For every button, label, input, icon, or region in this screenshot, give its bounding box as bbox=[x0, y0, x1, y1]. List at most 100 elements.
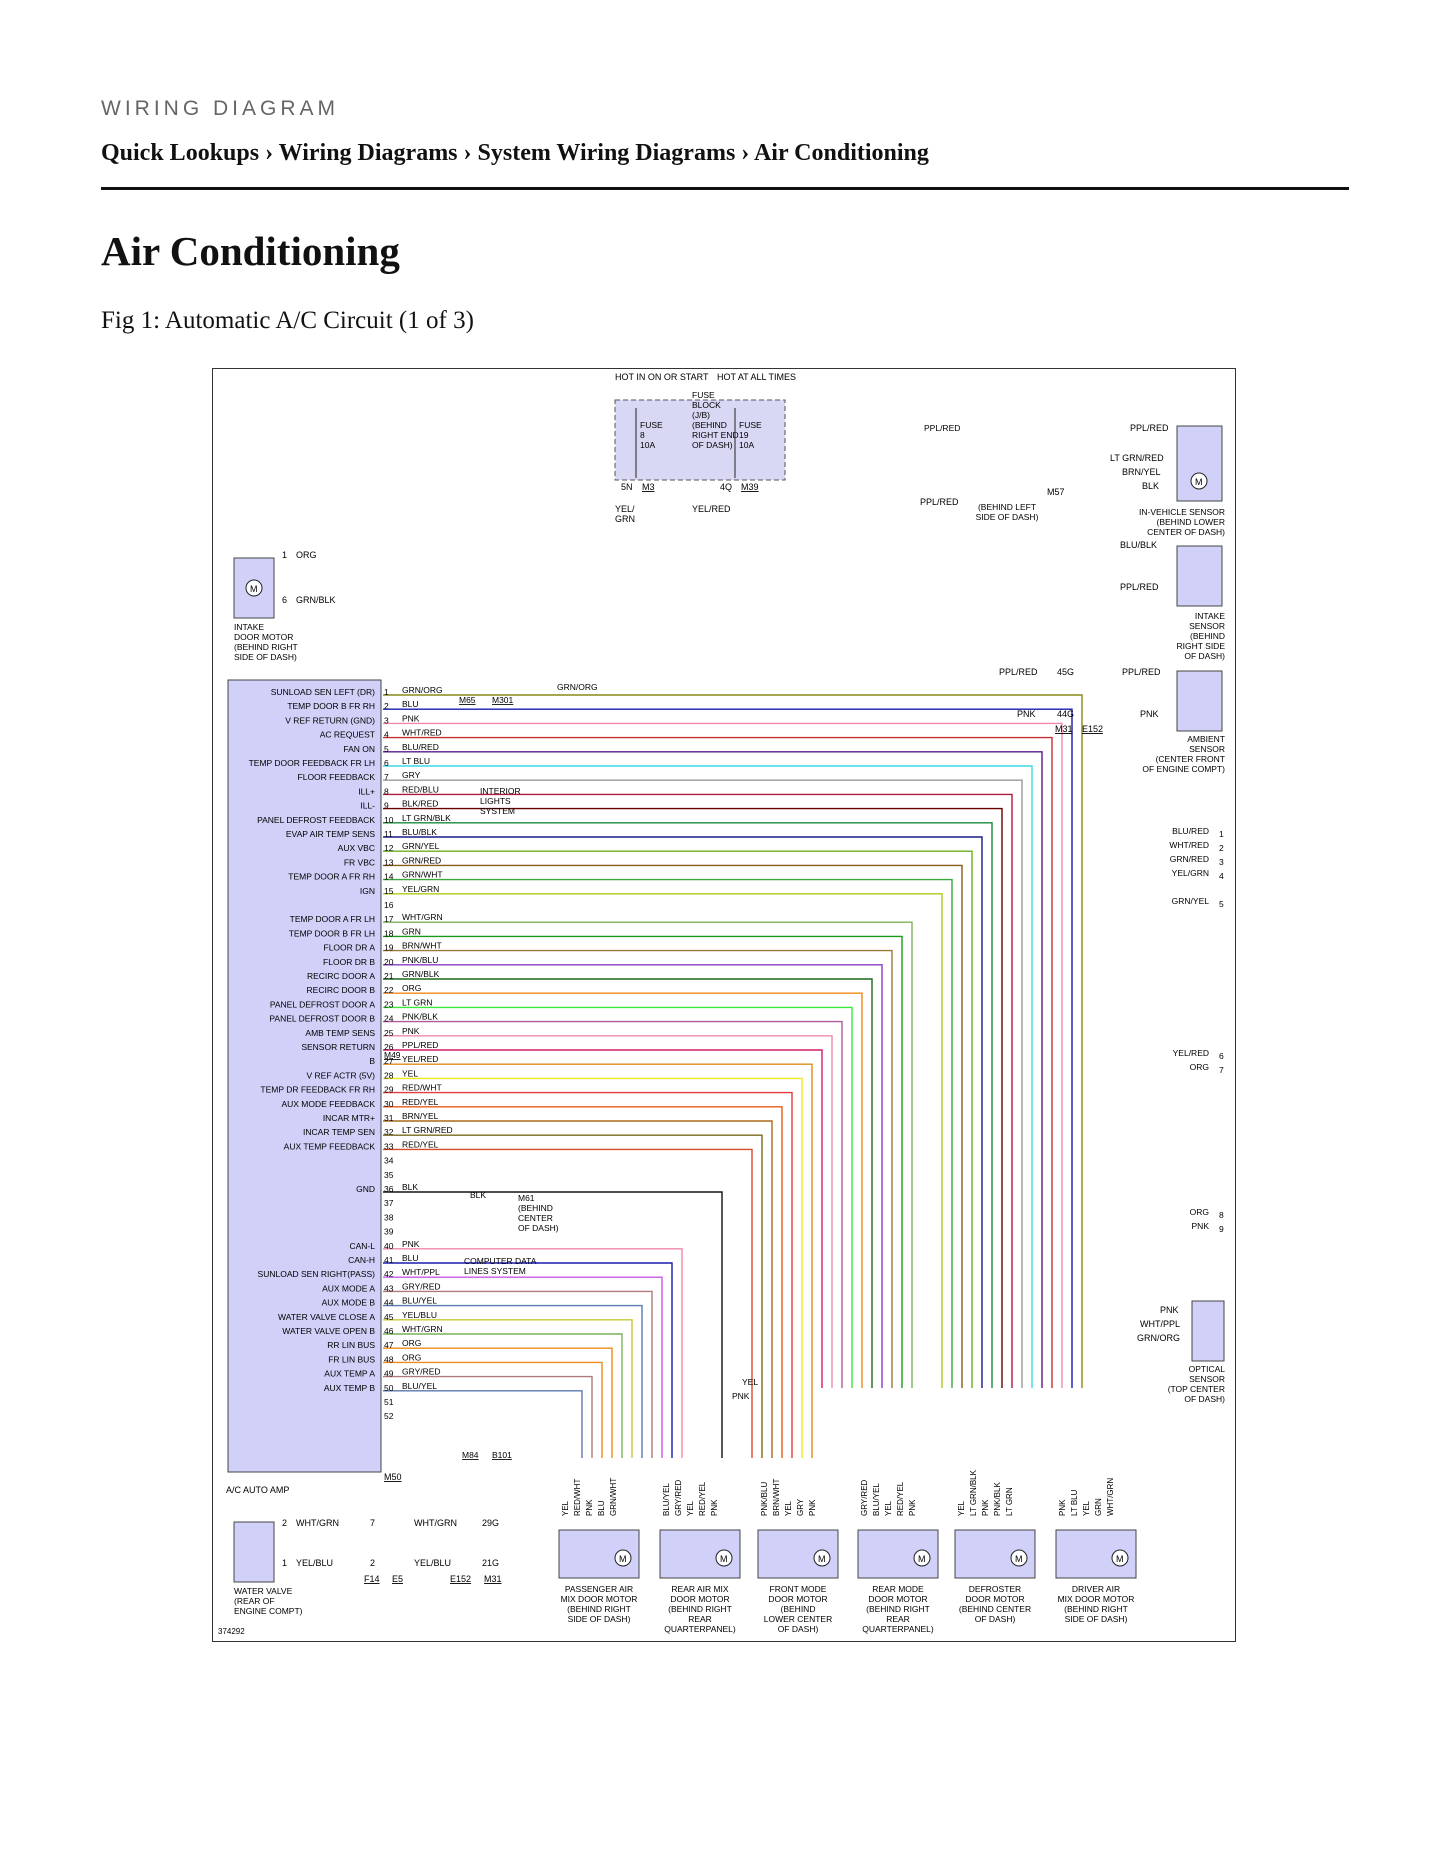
amp-pin-function: WATER VALVE OPEN B bbox=[282, 1326, 375, 1336]
ambient-label: AMBIENT bbox=[1187, 734, 1225, 744]
ground-note: (BEHIND bbox=[518, 1203, 553, 1213]
amp-pin-number: 32 bbox=[384, 1127, 394, 1137]
right-pin: 1 bbox=[1219, 829, 1224, 839]
amp-pin-number: 33 bbox=[384, 1141, 394, 1151]
page-title: Air Conditioning bbox=[101, 228, 400, 274]
water-valve: 2 WHT/GRN 1 YEL/BLU 7 WHT/GRN 29G 2 YEL/… bbox=[233, 1518, 502, 1616]
amp-pin-number: 19 bbox=[384, 943, 394, 953]
motor-symbol: M bbox=[918, 1554, 926, 1564]
svg-text:1: 1 bbox=[282, 1558, 287, 1568]
amp-pin-wire: YEL/BLU bbox=[402, 1310, 437, 1320]
amp-pin-number: 13 bbox=[384, 857, 394, 867]
computer-data-note: LINES SYSTEM bbox=[464, 1266, 526, 1276]
svg-text:WHT/PPL: WHT/PPL bbox=[1140, 1319, 1180, 1329]
fuse-block-desc: (J/B) bbox=[692, 410, 710, 420]
motor-wire: RED/WHT bbox=[573, 1479, 582, 1516]
wire-4 bbox=[383, 736, 1053, 1388]
connector-m301: M301 bbox=[492, 695, 514, 705]
motor-wire: BLU/YEL bbox=[662, 1483, 671, 1516]
wire-22 bbox=[383, 992, 863, 1388]
motor-label: DOOR MOTOR bbox=[670, 1594, 729, 1604]
amp-pin-number: 7 bbox=[384, 772, 389, 782]
svg-text:GRN/ORG: GRN/ORG bbox=[1137, 1333, 1180, 1343]
motor-label: DEFROSTER bbox=[969, 1584, 1021, 1594]
svg-text:HOT AT ALL TIMES: HOT AT ALL TIMES bbox=[717, 372, 796, 382]
wire-12 bbox=[383, 850, 973, 1388]
amp-pin-function: FLOOR DR A bbox=[324, 943, 376, 953]
wire-7 bbox=[383, 779, 1023, 1388]
wire-40 bbox=[383, 1248, 683, 1458]
motor-wire: GRY/RED bbox=[674, 1479, 683, 1516]
amp-pin-function: AUX VBC bbox=[338, 843, 375, 853]
amp-pin-wire: ORG bbox=[402, 983, 421, 993]
fuse-8: FUSE bbox=[640, 420, 663, 430]
motor-label: REAR bbox=[886, 1614, 910, 1624]
amp-pin-function: FR LIN BUS bbox=[328, 1354, 375, 1364]
amp-pin-function: ILL+ bbox=[358, 786, 375, 796]
svg-text:1: 1 bbox=[282, 550, 287, 560]
amp-pin-number: 47 bbox=[384, 1340, 394, 1350]
motor-symbol: M bbox=[818, 1554, 826, 1564]
water-valve-label: ENGINE COMPT) bbox=[234, 1606, 303, 1616]
amp-pin-function: TEMP DOOR B FR LH bbox=[289, 928, 375, 938]
amp-pin-number: 2 bbox=[384, 701, 389, 711]
svg-text:YEL/BLU: YEL/BLU bbox=[296, 1558, 333, 1568]
wire-27 bbox=[383, 1063, 813, 1458]
amp-pin-number: 40 bbox=[384, 1241, 394, 1251]
intake-sensor-label: SENSOR bbox=[1189, 621, 1225, 631]
ground-desc: (BEHIND LEFT bbox=[978, 502, 1036, 512]
amp-pin-number: 18 bbox=[384, 928, 394, 938]
motor-wire: PNK bbox=[710, 1499, 719, 1516]
optical-label: SENSOR bbox=[1189, 1374, 1225, 1384]
motor-label: LOWER CENTER bbox=[764, 1614, 832, 1624]
wire-25 bbox=[383, 1035, 833, 1388]
amp-pin-function: PANEL DEFROST DOOR A bbox=[270, 999, 376, 1009]
right-pin: 3 bbox=[1219, 857, 1224, 867]
amp-pin-function: PANEL DEFROST DOOR B bbox=[269, 1014, 375, 1024]
right-pin: 8 bbox=[1219, 1210, 1224, 1220]
svg-text:PPL/RED: PPL/RED bbox=[1122, 667, 1161, 677]
amp-pin-number: 5 bbox=[384, 744, 389, 754]
ambient-sensor: PPL/RED PNK 45G 44G M31 E152 PPL/RED PNK… bbox=[999, 667, 1225, 774]
header-divider bbox=[101, 187, 1349, 190]
amp-pin-wire: PNK bbox=[402, 1026, 420, 1036]
wire-43 bbox=[383, 1290, 653, 1458]
amp-pin-function: IGN bbox=[360, 886, 375, 896]
wiring-diagram: HOT IN ON OR START HOT AT ALL TIMES FUSE… bbox=[212, 368, 1236, 1642]
svg-text:PNK: PNK bbox=[1160, 1305, 1179, 1315]
wire-50 bbox=[383, 1390, 583, 1458]
motor-label: OF DASH) bbox=[975, 1614, 1016, 1624]
amp-pin-wire: RED/BLU bbox=[402, 784, 439, 794]
amp-pin-number: 30 bbox=[384, 1099, 394, 1109]
svg-text:M57: M57 bbox=[1047, 487, 1065, 497]
connector-b101: B101 bbox=[492, 1450, 512, 1460]
svg-text:4Q: 4Q bbox=[720, 482, 732, 492]
amp-pin-wire: PNK bbox=[402, 713, 420, 723]
amp-pin-number: 29 bbox=[384, 1085, 394, 1095]
wire-28 bbox=[383, 1077, 803, 1458]
svg-text:GRN: GRN bbox=[615, 514, 635, 524]
motor-label: DRIVER AIR bbox=[1072, 1584, 1120, 1594]
amp-pin-wire: LT GRN/RED bbox=[402, 1125, 453, 1135]
amp-pin-number: 31 bbox=[384, 1113, 394, 1123]
svg-text:BRN/YEL: BRN/YEL bbox=[1122, 467, 1161, 477]
wire-18 bbox=[383, 935, 903, 1388]
wire-11 bbox=[383, 836, 983, 1388]
wire-30 bbox=[383, 1106, 783, 1458]
svg-text:WHT/GRN: WHT/GRN bbox=[296, 1518, 339, 1528]
amp-pin-function: ILL- bbox=[360, 801, 375, 811]
water-valve-label: (REAR OF bbox=[234, 1596, 275, 1606]
amp-pin-number: 51 bbox=[384, 1397, 394, 1407]
motor-label: (BEHIND RIGHT bbox=[866, 1604, 930, 1614]
amp-pin-number: 38 bbox=[384, 1212, 394, 1222]
svg-text:M3: M3 bbox=[642, 482, 655, 492]
motor-wire: RED/YEL bbox=[896, 1481, 905, 1516]
motor-wire: GRY bbox=[796, 1498, 805, 1516]
amp-pin-wire: YEL bbox=[402, 1068, 418, 1078]
computer-data-note: COMPUTER DATA bbox=[464, 1256, 537, 1266]
breadcrumb[interactable]: Quick Lookups › Wiring Diagrams › System… bbox=[101, 140, 929, 166]
right-wire: GRN/YEL bbox=[1172, 896, 1210, 906]
amp-pin-number: 36 bbox=[384, 1184, 394, 1194]
svg-text:2: 2 bbox=[370, 1558, 375, 1568]
